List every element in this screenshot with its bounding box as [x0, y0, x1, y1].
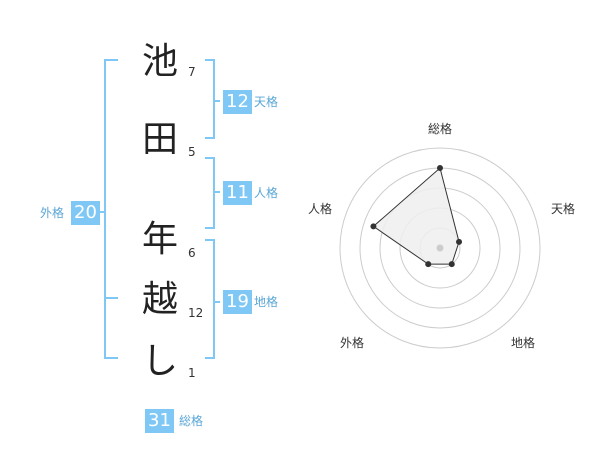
radar-point-4: [370, 223, 377, 230]
radar-point-0: [437, 165, 443, 171]
gai-label: 外格: [40, 206, 65, 220]
name-char-2: 田: [141, 119, 178, 160]
stroke-count-2: 5: [188, 145, 196, 159]
radar-chart: [339, 147, 541, 349]
jin-value-badge: 11: [223, 181, 252, 205]
stroke-count-1: 7: [188, 65, 196, 79]
stroke-count-3: 6: [188, 246, 196, 260]
sou-label: 総格: [179, 414, 204, 428]
radar-point-2: [448, 261, 455, 268]
chi-label: 地格: [254, 295, 279, 309]
ten-label: 天格: [254, 95, 279, 109]
ten-bracket: [205, 59, 220, 139]
ten-value-badge: 12: [223, 90, 252, 114]
jin-label: 人格: [254, 186, 279, 200]
sou-value-badge: 31: [145, 409, 174, 433]
radar-polygon: [372, 167, 460, 265]
chi-value-badge: 19: [223, 290, 252, 314]
radar-label-chi: 地格: [511, 336, 536, 350]
radar-center-dot: [436, 244, 444, 252]
radar-point-3: [425, 261, 432, 268]
radar-grid-ring: [339, 147, 541, 349]
radar-label-sou: 総格: [428, 122, 453, 136]
name-char-3: 年: [141, 219, 178, 260]
name-char-4: 越: [141, 279, 178, 320]
name-char-1: 池: [141, 41, 178, 82]
name-char-5: し: [141, 341, 178, 382]
radar-point-1: [456, 238, 463, 245]
stroke-count-4: 12: [188, 306, 204, 320]
gai-bracket: [97, 59, 118, 359]
radar-label-gai: 外格: [340, 336, 365, 350]
chi-bracket: [205, 239, 220, 359]
jin-bracket: [205, 157, 220, 229]
stroke-count-5: 1: [188, 366, 196, 380]
radar-label-jin: 人格: [308, 202, 333, 216]
gai-value-badge: 20: [71, 201, 100, 225]
radar-label-ten: 天格: [551, 202, 576, 216]
